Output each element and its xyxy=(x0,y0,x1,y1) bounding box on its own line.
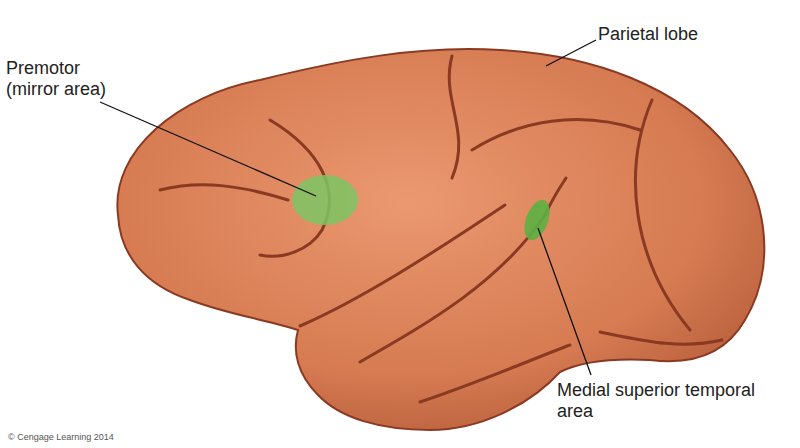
inferior-temporal-sulcus xyxy=(420,345,570,402)
principal-sulcus xyxy=(160,185,288,200)
premotor-area-patch xyxy=(292,175,358,225)
callout-label: Parietal lobe xyxy=(598,24,698,45)
superior-temporal-sulcus xyxy=(360,178,566,362)
callout-label: Premotor (mirror area) xyxy=(6,58,131,100)
copyright-note: © Cengage Learning 2014 xyxy=(8,432,114,443)
occipital-sulcus xyxy=(600,332,722,344)
central-sulcus xyxy=(449,56,459,178)
sulci xyxy=(160,56,722,402)
leader-line xyxy=(546,40,596,66)
leader-line xyxy=(538,228,591,375)
brain-outline xyxy=(117,49,764,430)
leader-lines xyxy=(100,40,596,375)
callout-label: Medial superior temporal area xyxy=(557,380,757,422)
intraparietal-sulcus xyxy=(472,120,640,150)
lunate-sulcus xyxy=(636,100,690,330)
leader-line xyxy=(100,102,316,196)
mst-area-patch xyxy=(519,197,554,244)
